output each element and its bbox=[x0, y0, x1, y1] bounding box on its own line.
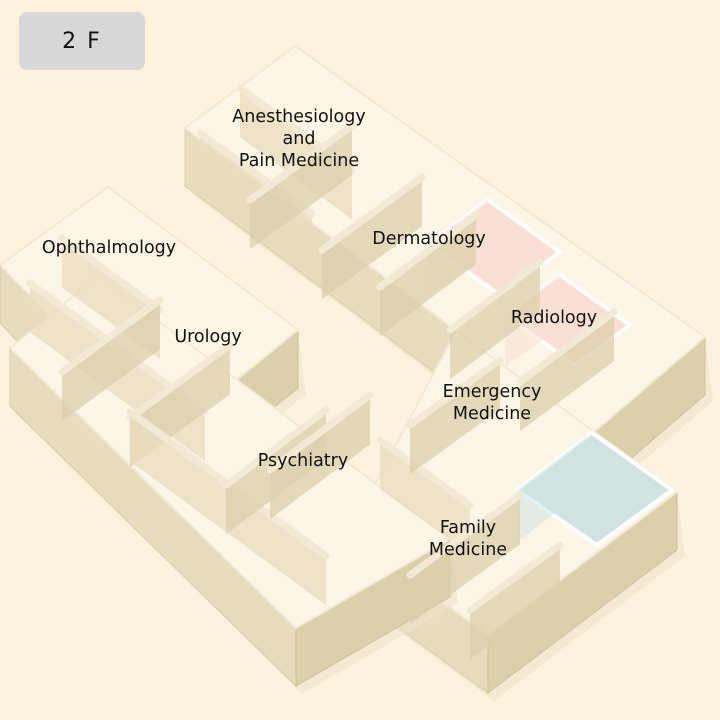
room-label-line: Medicine bbox=[428, 540, 508, 560]
interior-walls bbox=[26, 84, 618, 660]
room-label-line: Radiology bbox=[510, 308, 598, 328]
partition-wall bbox=[406, 356, 504, 475]
partition-wall bbox=[318, 173, 426, 300]
room-label-line: Medicine bbox=[452, 404, 532, 424]
partition-wall bbox=[58, 296, 164, 422]
room-label-line: Anesthesiology bbox=[232, 107, 366, 127]
room-label-line: Dermatology bbox=[372, 229, 486, 249]
room-label-line: Urology bbox=[174, 327, 242, 347]
room-label-psychiatry[interactable]: Psychiatry bbox=[258, 450, 348, 472]
room-label-line: Psychiatry bbox=[257, 451, 349, 471]
partition-wall bbox=[446, 258, 544, 380]
room-label-urology[interactable]: Urology bbox=[174, 326, 241, 348]
room-label-line: Emergency bbox=[442, 382, 542, 402]
room-label-dermatology[interactable]: Dermatology bbox=[372, 228, 486, 250]
room-label-line: and bbox=[282, 129, 316, 149]
room-label-line: Family bbox=[439, 518, 497, 538]
room-label-ophthalmology[interactable]: Ophthalmology bbox=[42, 237, 176, 259]
partition-wall bbox=[376, 211, 480, 337]
partition-wall bbox=[376, 436, 474, 555]
blue-highlight-room bbox=[513, 430, 676, 548]
partition-wall bbox=[516, 308, 618, 432]
partition-wall bbox=[246, 122, 356, 250]
floor-indicator-badge: 2 F bbox=[19, 12, 145, 70]
partition-wall bbox=[466, 541, 564, 660]
room-label-line: Pain Medicine bbox=[238, 151, 360, 171]
room-label-line: Ophthalmology bbox=[41, 238, 177, 258]
floor-label: 2 F bbox=[62, 28, 102, 54]
partition-wall bbox=[266, 391, 374, 520]
room-label-radiology[interactable]: Radiology bbox=[511, 307, 597, 329]
partition-wall bbox=[406, 491, 524, 625]
